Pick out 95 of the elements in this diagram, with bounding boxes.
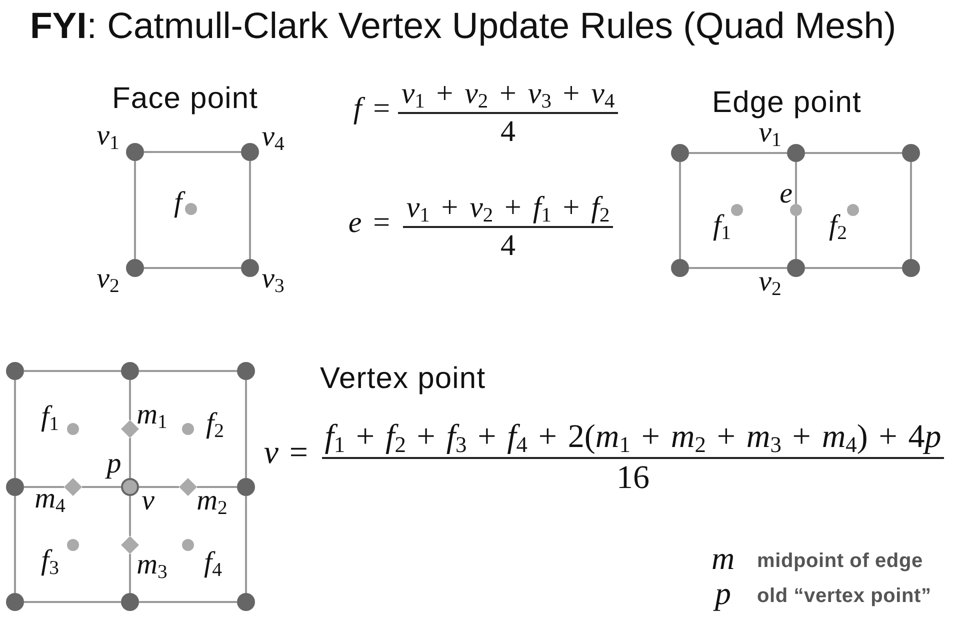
math-expression: v = — [264, 435, 308, 472]
mesh-edge-line — [139, 601, 237, 603]
edge-point-dot — [790, 204, 802, 216]
mesh-edge-line — [82, 486, 121, 488]
face-point-dot — [182, 539, 194, 551]
legend-symbol: m — [711, 542, 735, 574]
mesh-edge-line — [144, 267, 241, 269]
mesh-vertex-dot — [237, 478, 255, 496]
point-label: f$_{2}$ — [206, 410, 224, 438]
mesh-edge-line — [14, 380, 16, 478]
mesh-vertex-dot — [787, 259, 805, 277]
legend-text: old “vertex point” — [757, 585, 932, 607]
mesh-vertex-dot — [237, 593, 255, 611]
point-label: v$_{1}$ — [758, 118, 782, 148]
section-heading: Vertex point — [320, 364, 486, 394]
mesh-vertex-dot — [241, 259, 259, 277]
math-expression: 16 — [616, 460, 650, 496]
section-heading: Edge point — [712, 88, 862, 118]
edge-midpoint-diamond — [179, 478, 197, 496]
mesh-edge-line — [139, 370, 237, 372]
mesh-edge-line — [795, 162, 797, 204]
face-point-dot — [731, 204, 743, 216]
mesh-edge-line — [129, 438, 131, 478]
mesh-edge-line — [679, 162, 681, 259]
mesh-edge-line — [245, 496, 247, 593]
mesh-edge-line — [689, 152, 787, 154]
mesh-vertex-dot — [902, 144, 920, 162]
title-text: FYI: Catmull-Clark Vertex Update Rules (Quad Mesh) — [30, 4, 896, 48]
mesh-edge-line — [249, 161, 251, 259]
point-label: v$_{1}$ — [96, 122, 120, 150]
mesh-edge-line — [129, 496, 131, 536]
mesh-vertex-dot — [671, 144, 689, 162]
point-label: v$_{4}$ — [262, 122, 284, 152]
mesh-edge-line — [129, 554, 131, 593]
mesh-vertex-dot — [121, 593, 139, 611]
mesh-vertex-dot — [121, 362, 139, 380]
point-label: m$_{1}$ — [136, 400, 168, 430]
face-point-dot — [185, 203, 197, 215]
point-label: v$_{3}$ — [262, 264, 284, 294]
vertex-point-dot — [121, 478, 139, 496]
point-label: v$_{2}$ — [96, 264, 120, 294]
mesh-edge-line — [14, 496, 16, 593]
mesh-vertex-dot — [126, 259, 144, 277]
point-label: e — [780, 180, 792, 208]
point-label: f$_{1}$ — [41, 402, 59, 432]
point-label: v — [142, 486, 154, 516]
mesh-vertex-dot — [787, 144, 805, 162]
mesh-vertex-dot — [126, 143, 144, 161]
point-label: f$_{1}$ — [713, 212, 731, 240]
math-expression: f$_{1}$ + f$_{2}$ + f$_{3}$ + f$_{4}$ + 2(m$_{1}$ + m$_{2}$ + m$_{3}$ + m$_{4}$) + 4p — [324, 418, 942, 455]
mesh-edge-line — [805, 152, 902, 154]
math-expression: 4 — [500, 229, 516, 262]
math-expression: 4 — [500, 115, 516, 148]
mesh-edge-line — [24, 601, 121, 603]
mesh-edge-line — [689, 267, 787, 269]
mesh-vertex-dot — [237, 362, 255, 380]
math-expression: e = — [348, 206, 390, 240]
mesh-vertex-dot — [902, 259, 920, 277]
point-label: v$_{2}$ — [758, 268, 782, 296]
mesh-vertex-dot — [6, 593, 24, 611]
mesh-vertex-dot — [6, 362, 24, 380]
point-label: f$_{4}$ — [204, 548, 222, 578]
legend-text: midpoint of edge — [757, 550, 923, 572]
edge-midpoint-diamond — [121, 536, 139, 554]
face-point-dot — [847, 204, 859, 216]
point-label: m$_{2}$ — [196, 486, 228, 516]
face-point-dot — [182, 423, 194, 435]
math-expression: v$_{1}$ + v$_{2}$ + f$_{1}$ + f$_{2}$ — [406, 191, 610, 224]
edge-midpoint-diamond — [64, 478, 82, 496]
legend-symbol: p — [715, 577, 731, 609]
mesh-vertex-dot — [241, 143, 259, 161]
edge-midpoint-diamond — [121, 420, 139, 438]
point-label: p — [106, 450, 122, 478]
mesh-edge-line — [245, 380, 247, 478]
mesh-edge-line — [139, 486, 179, 488]
mesh-edge-line — [144, 151, 241, 153]
mesh-edge-line — [910, 162, 912, 259]
section-heading: Face point — [112, 84, 258, 114]
point-label: f$_{3}$ — [41, 546, 59, 576]
face-point-dot — [67, 423, 79, 435]
point-label: m$_{4}$ — [34, 484, 66, 514]
mesh-edge-line — [129, 380, 131, 420]
mesh-edge-line — [134, 161, 136, 259]
point-label: m$_{3}$ — [136, 550, 168, 580]
face-point-dot — [67, 539, 79, 551]
math-expression: v$_{1}$ + v$_{2}$ + v$_{3}$ + v$_{4}$ — [401, 77, 615, 110]
math-expression: f = — [353, 92, 390, 126]
mesh-edge-line — [24, 370, 121, 372]
point-label: f$_{2}$ — [829, 212, 847, 240]
mesh-edge-line — [24, 486, 64, 488]
mesh-vertex-dot — [671, 259, 689, 277]
mesh-edge-line — [795, 216, 797, 259]
mesh-vertex-dot — [6, 478, 24, 496]
mesh-edge-line — [197, 486, 237, 488]
mesh-edge-line — [805, 267, 902, 269]
